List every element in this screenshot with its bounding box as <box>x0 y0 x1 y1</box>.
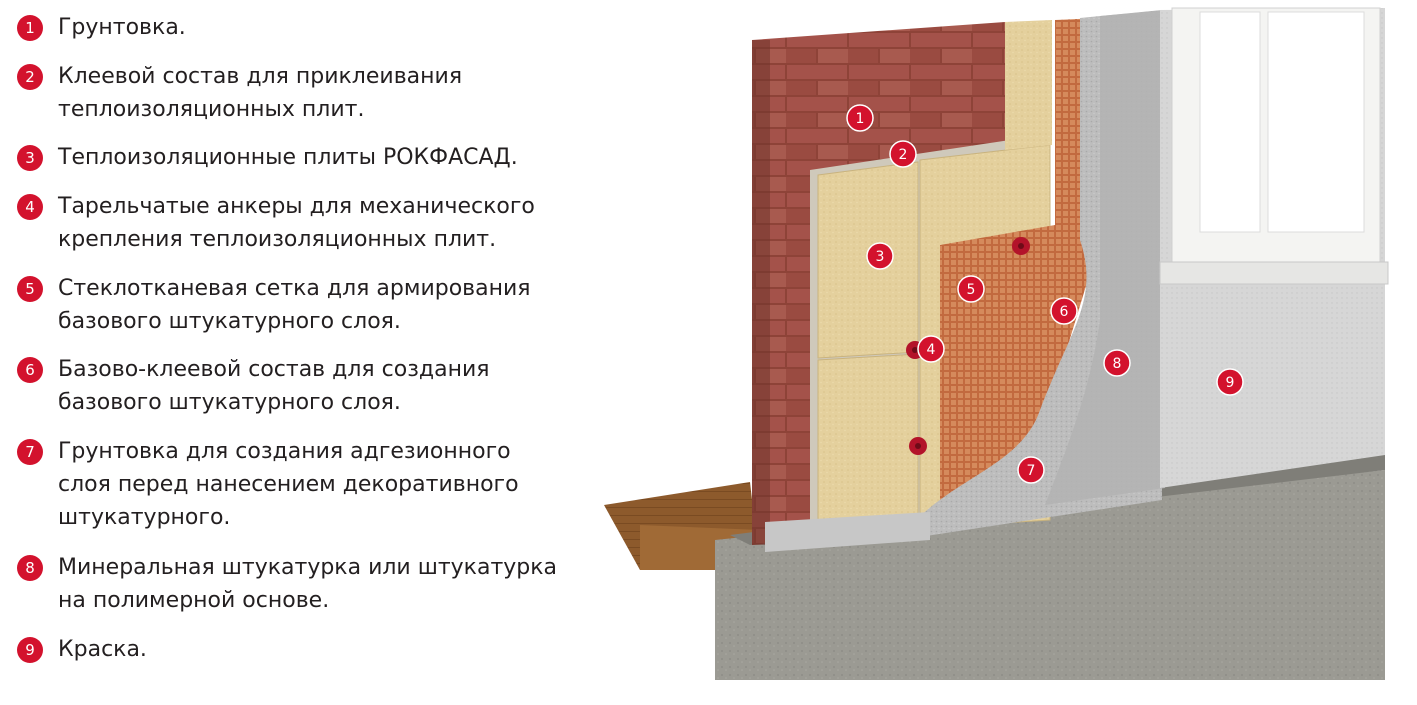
legend-line: Краска. <box>58 637 147 662</box>
legend-line: Грунтовка для создания адгезионного <box>58 439 511 464</box>
legend: 1 Грунтовка. 2 Клеевой состав для прикле… <box>0 0 600 705</box>
legend-line: базового штукатурного слоя. <box>58 309 401 334</box>
legend-item-6: 6 Базово-клеевой состав для создания баз… <box>17 357 490 419</box>
legend-line: крепления теплоизоляционных плит. <box>58 227 497 252</box>
reinforcing-mesh <box>940 18 1100 525</box>
legend-badge-6: 6 <box>17 357 43 383</box>
legend-line: Тарельчатые анкеры для механического <box>58 194 535 219</box>
marker-1: 1 <box>846 104 874 132</box>
legend-badge-5: 5 <box>17 276 43 302</box>
marker-7: 7 <box>1017 456 1045 484</box>
legend-line: Клеевой состав для приклеивания <box>58 64 463 89</box>
legend-item-1: 1 Грунтовка. <box>17 15 186 44</box>
wall-diagram: 1 2 3 4 5 6 7 8 <box>604 7 1389 680</box>
marker-2: 2 <box>889 140 917 168</box>
legend-line: Минеральная штукатурка или штукатурка <box>58 555 558 580</box>
legend-line: базового штукатурного слоя. <box>58 390 401 415</box>
starter-profile <box>765 512 930 552</box>
legend-line: Грунтовка. <box>58 15 186 40</box>
legend-item-4: 4 Тарельчатые анкеры для механического к… <box>17 194 535 256</box>
legend-badge-1: 1 <box>17 15 43 41</box>
legend-badge-3: 3 <box>17 145 43 171</box>
marker-label: 4 <box>927 342 936 358</box>
legend-badge-9: 9 <box>17 637 43 663</box>
legend-item-9: 9 Краска. <box>17 637 147 666</box>
marker-label: 6 <box>1060 304 1069 320</box>
wall-illustration: 1 2 3 4 5 6 7 8 <box>600 0 1417 705</box>
legend-text-9: Краска. <box>58 633 147 666</box>
marker-3: 3 <box>866 242 894 270</box>
legend-text-6: Базово-клеевой состав для создания базов… <box>58 353 490 419</box>
marker-label: 9 <box>1226 375 1235 391</box>
legend-line: на полимерной основе. <box>58 588 330 613</box>
insulation-board-left-bottom <box>817 353 919 536</box>
legend-text-1: Грунтовка. <box>58 11 186 44</box>
brick-wall-shade <box>752 40 770 545</box>
legend-text-4: Тарельчатые анкеры для механического кре… <box>58 190 535 256</box>
marker-label: 5 <box>967 282 976 298</box>
legend-item-5: 5 Стеклотканевая сетка для армирования б… <box>17 276 531 338</box>
legend-item-7: 7 Грунтовка для создания адгезионного сл… <box>17 439 519 534</box>
marker-label: 3 <box>876 249 885 265</box>
marker-9: 9 <box>1216 368 1244 396</box>
legend-text-3: Теплоизоляционные плиты РОКФАСАД. <box>58 141 518 174</box>
legend-line: слоя перед нанесением декоративного <box>58 472 519 497</box>
legend-line: Базово-клеевой состав для создания <box>58 357 490 382</box>
legend-badge-8: 8 <box>17 555 43 581</box>
marker-8: 8 <box>1103 349 1131 377</box>
legend-item-8: 8 Минеральная штукатурка или штукатурка … <box>17 555 557 617</box>
legend-item-2: 2 Клеевой состав для приклеивания теплои… <box>17 64 462 126</box>
marker-6: 6 <box>1050 297 1078 325</box>
legend-badge-4: 4 <box>17 194 43 220</box>
legend-text-8: Минеральная штукатурка или штукатурка на… <box>58 551 557 617</box>
marker-4: 4 <box>917 335 945 363</box>
marker-label: 7 <box>1027 463 1036 479</box>
anchor <box>1012 237 1030 255</box>
mineral-plaster-layer <box>1045 10 1165 505</box>
legend-line: штукатурного. <box>58 505 231 530</box>
legend-text-5: Стеклотканевая сетка для армирования баз… <box>58 272 531 338</box>
legend-item-3: 3 Теплоизоляционные плиты РОКФАСАД. <box>17 145 518 174</box>
legend-line: теплоизоляционных плит. <box>58 97 365 122</box>
legend-text-7: Грунтовка для создания адгезионного слоя… <box>58 435 519 534</box>
insulation-top <box>1005 20 1052 150</box>
window-pane-left <box>1199 11 1261 233</box>
marker-label: 8 <box>1113 356 1122 372</box>
legend-line: Стеклотканевая сетка для армирования <box>58 276 531 301</box>
legend-text-2: Клеевой состав для приклеивания теплоизо… <box>58 60 462 126</box>
marker-label: 1 <box>856 111 865 127</box>
legend-badge-7: 7 <box>17 439 43 465</box>
legend-line: Теплоизоляционные плиты РОКФАСАД. <box>58 145 518 170</box>
anchor <box>909 437 927 455</box>
marker-label: 2 <box>899 147 908 163</box>
window-pane-right <box>1267 11 1365 233</box>
marker-5: 5 <box>957 275 985 303</box>
legend-badge-2: 2 <box>17 64 43 90</box>
window-sill <box>1159 261 1389 285</box>
